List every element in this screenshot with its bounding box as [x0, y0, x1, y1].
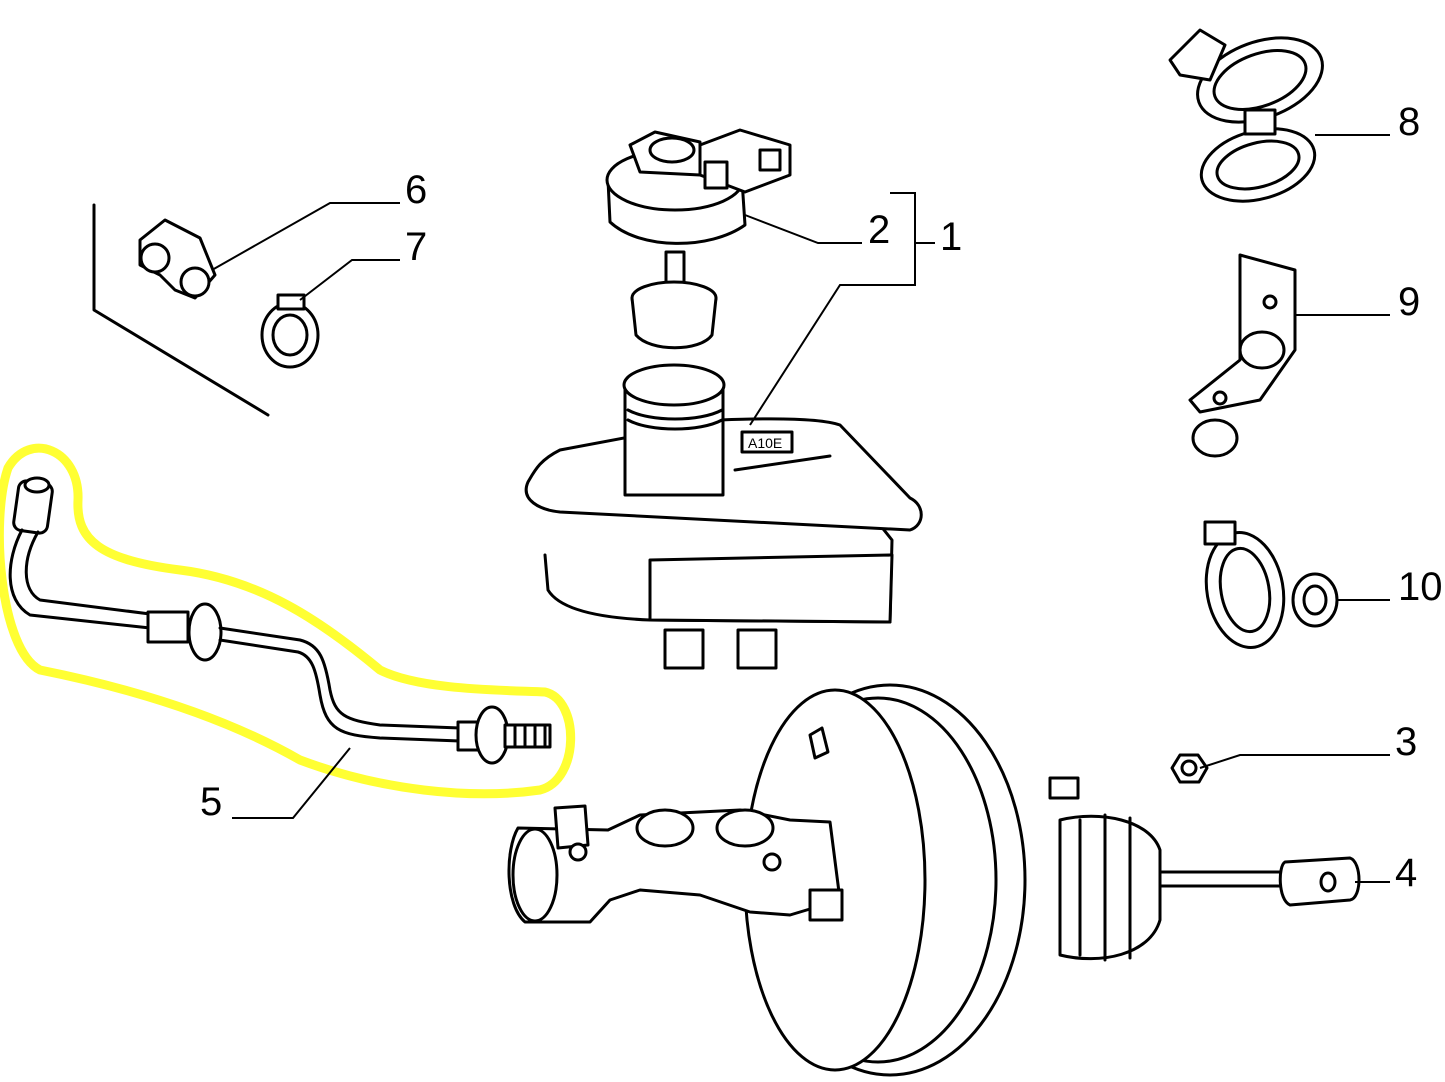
callout-5: 5 — [200, 780, 222, 824]
brake-pipe-part-5[interactable] — [8, 476, 552, 765]
callout-3: 3 — [1395, 720, 1417, 764]
callout-4: 4 — [1395, 851, 1417, 895]
brake-fluid-reservoir-part-1[interactable]: A10E — [524, 363, 923, 670]
pipe-clip-part-10[interactable] — [1198, 520, 1339, 654]
double-pipe-clip-part-8[interactable] — [1168, 22, 1334, 213]
callout-7: 7 — [405, 225, 427, 269]
highlight-outline-part-5 — [0, 443, 576, 799]
callout-1: 1 — [940, 215, 962, 259]
callout-8: 8 — [1398, 100, 1420, 144]
nut-part-3[interactable] — [1170, 753, 1209, 784]
leader-lines — [211, 134, 1390, 883]
brake-servo-assembly[interactable] — [743, 683, 1287, 1077]
hose-clamp-part-7[interactable] — [260, 293, 320, 369]
callout-2: 2 — [868, 208, 890, 252]
reservoir-float[interactable] — [630, 280, 718, 350]
group-bracket-line — [92, 203, 270, 417]
callout-6: 6 — [405, 168, 427, 212]
callout-9: 9 — [1398, 280, 1420, 324]
push-rod-clevis-part-4[interactable] — [1278, 856, 1361, 907]
reservoir-cap-part-2[interactable] — [605, 128, 792, 294]
pipe-clip-part-6[interactable] — [138, 218, 217, 300]
mounting-bracket-part-9[interactable] — [1188, 253, 1297, 458]
master-cylinder[interactable] — [507, 804, 844, 924]
reservoir-tag-text: A10E — [748, 435, 782, 451]
callout-10: 10 — [1398, 565, 1443, 609]
